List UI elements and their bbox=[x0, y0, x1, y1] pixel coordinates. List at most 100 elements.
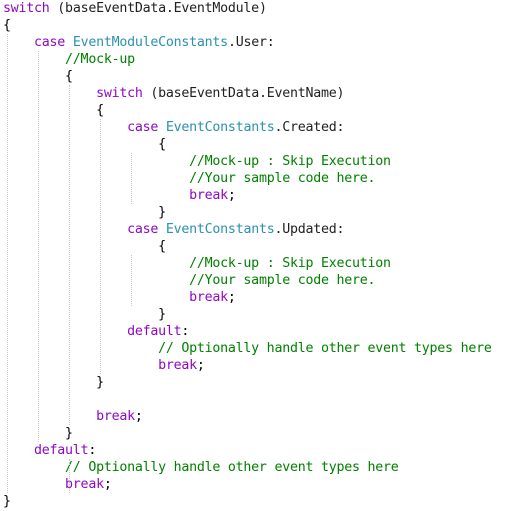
code-token bbox=[3, 256, 189, 271]
code-token: .Created: bbox=[274, 120, 345, 135]
code-line[interactable]: // Optionally handle other event types h… bbox=[3, 459, 523, 476]
code-token: } bbox=[3, 205, 166, 220]
code-token: } bbox=[3, 375, 104, 390]
code-line[interactable] bbox=[3, 391, 523, 408]
code-token bbox=[3, 52, 65, 67]
code-token: break bbox=[158, 358, 197, 373]
code-token: //Mock-up bbox=[65, 52, 135, 67]
code-token: ; bbox=[227, 188, 236, 203]
code-token: case bbox=[127, 222, 159, 237]
code-token: ; bbox=[134, 409, 143, 424]
code-token: switch bbox=[3, 1, 50, 16]
code-token bbox=[3, 120, 127, 135]
indent-guide bbox=[99, 119, 101, 374]
code-token: case bbox=[34, 35, 66, 50]
indent-guide bbox=[130, 153, 132, 204]
code-line[interactable]: //Mock-up : Skip Execution bbox=[3, 255, 523, 272]
code-token: EventConstants bbox=[165, 120, 275, 135]
code-line[interactable]: } bbox=[3, 425, 523, 442]
code-token: { bbox=[3, 239, 166, 254]
code-token: // Optionally handle other event types h… bbox=[65, 460, 399, 475]
code-token: break bbox=[65, 477, 104, 492]
code-line[interactable]: { bbox=[3, 17, 523, 34]
code-token: //Your sample code here. bbox=[189, 273, 376, 288]
code-line[interactable]: //Mock-up : Skip Execution bbox=[3, 153, 523, 170]
code-token: default bbox=[127, 324, 182, 339]
code-line[interactable]: break; bbox=[3, 289, 523, 306]
indent-guide bbox=[37, 51, 39, 442]
code-token: .User: bbox=[227, 35, 275, 50]
code-token bbox=[158, 120, 166, 135]
code-line[interactable]: switch (baseEventData.EventModule) bbox=[3, 0, 523, 17]
code-line[interactable]: break; bbox=[3, 187, 523, 204]
code-line[interactable]: } bbox=[3, 374, 523, 391]
code-token bbox=[158, 222, 166, 237]
code-token bbox=[3, 290, 189, 305]
code-token: case bbox=[127, 120, 159, 135]
code-token bbox=[3, 460, 65, 475]
code-token: { bbox=[3, 103, 104, 118]
code-token bbox=[3, 171, 189, 186]
code-token bbox=[3, 154, 189, 169]
code-token: : bbox=[181, 324, 190, 339]
code-token: //Your sample code here. bbox=[189, 171, 376, 186]
code-token: ; bbox=[227, 290, 236, 305]
code-token: EventConstants bbox=[165, 222, 275, 237]
code-line[interactable]: } bbox=[3, 493, 523, 510]
indent-guide bbox=[130, 255, 132, 306]
code-line[interactable]: break; bbox=[3, 408, 523, 425]
code-line[interactable]: switch (baseEventData.EventName) bbox=[3, 85, 523, 102]
code-token: .Updated: bbox=[274, 222, 345, 237]
indent-guide bbox=[68, 85, 70, 425]
code-line[interactable]: case EventConstants.Created: bbox=[3, 119, 523, 136]
code-line[interactable]: //Mock-up bbox=[3, 51, 523, 68]
code-token: default bbox=[34, 443, 89, 458]
code-token bbox=[3, 409, 96, 424]
code-line[interactable]: { bbox=[3, 136, 523, 153]
code-line[interactable]: case EventModuleConstants.User: bbox=[3, 34, 523, 51]
code-token: ; bbox=[196, 358, 205, 373]
code-token bbox=[3, 324, 127, 339]
code-token: switch bbox=[96, 86, 143, 101]
code-token: ; bbox=[103, 477, 112, 492]
code-line[interactable]: } bbox=[3, 204, 523, 221]
code-token: break bbox=[189, 188, 228, 203]
code-token: { bbox=[3, 137, 166, 152]
code-token: } bbox=[3, 426, 73, 441]
code-token bbox=[3, 222, 127, 237]
code-token: break bbox=[96, 409, 135, 424]
code-token: : bbox=[88, 443, 97, 458]
code-line[interactable]: break; bbox=[3, 476, 523, 493]
code-line[interactable]: { bbox=[3, 102, 523, 119]
code-token: { bbox=[3, 18, 11, 33]
code-token bbox=[3, 86, 96, 101]
code-token: // Optionally handle other event types h… bbox=[158, 341, 492, 356]
code-token bbox=[65, 35, 73, 50]
code-token: { bbox=[3, 69, 73, 84]
code-line[interactable]: } bbox=[3, 306, 523, 323]
code-line[interactable]: //Your sample code here. bbox=[3, 272, 523, 289]
code-line[interactable]: //Your sample code here. bbox=[3, 170, 523, 187]
code-token bbox=[3, 477, 65, 492]
code-token bbox=[3, 341, 158, 356]
code-token: } bbox=[3, 494, 11, 509]
indent-guide bbox=[68, 459, 70, 493]
code-line[interactable]: break; bbox=[3, 357, 523, 374]
code-token: //Mock-up : Skip Execution bbox=[189, 154, 391, 169]
code-token bbox=[3, 188, 189, 203]
code-editor[interactable]: switch (baseEventData.EventModule){ case… bbox=[3, 0, 523, 511]
code-token: (baseEventData.EventModule) bbox=[49, 1, 267, 16]
code-line[interactable]: { bbox=[3, 68, 523, 85]
code-token bbox=[3, 358, 158, 373]
code-line[interactable]: case EventConstants.Updated: bbox=[3, 221, 523, 238]
code-token bbox=[3, 273, 189, 288]
code-token: EventModuleConstants bbox=[72, 35, 228, 50]
code-token: } bbox=[3, 307, 166, 322]
code-line[interactable]: { bbox=[3, 238, 523, 255]
code-line[interactable]: default: bbox=[3, 323, 523, 340]
code-line[interactable]: // Optionally handle other event types h… bbox=[3, 340, 523, 357]
indent-guide bbox=[6, 34, 8, 493]
code-token: //Mock-up : Skip Execution bbox=[189, 256, 391, 271]
code-line[interactable]: default: bbox=[3, 442, 523, 459]
code-token: (baseEventData.EventName) bbox=[142, 86, 345, 101]
